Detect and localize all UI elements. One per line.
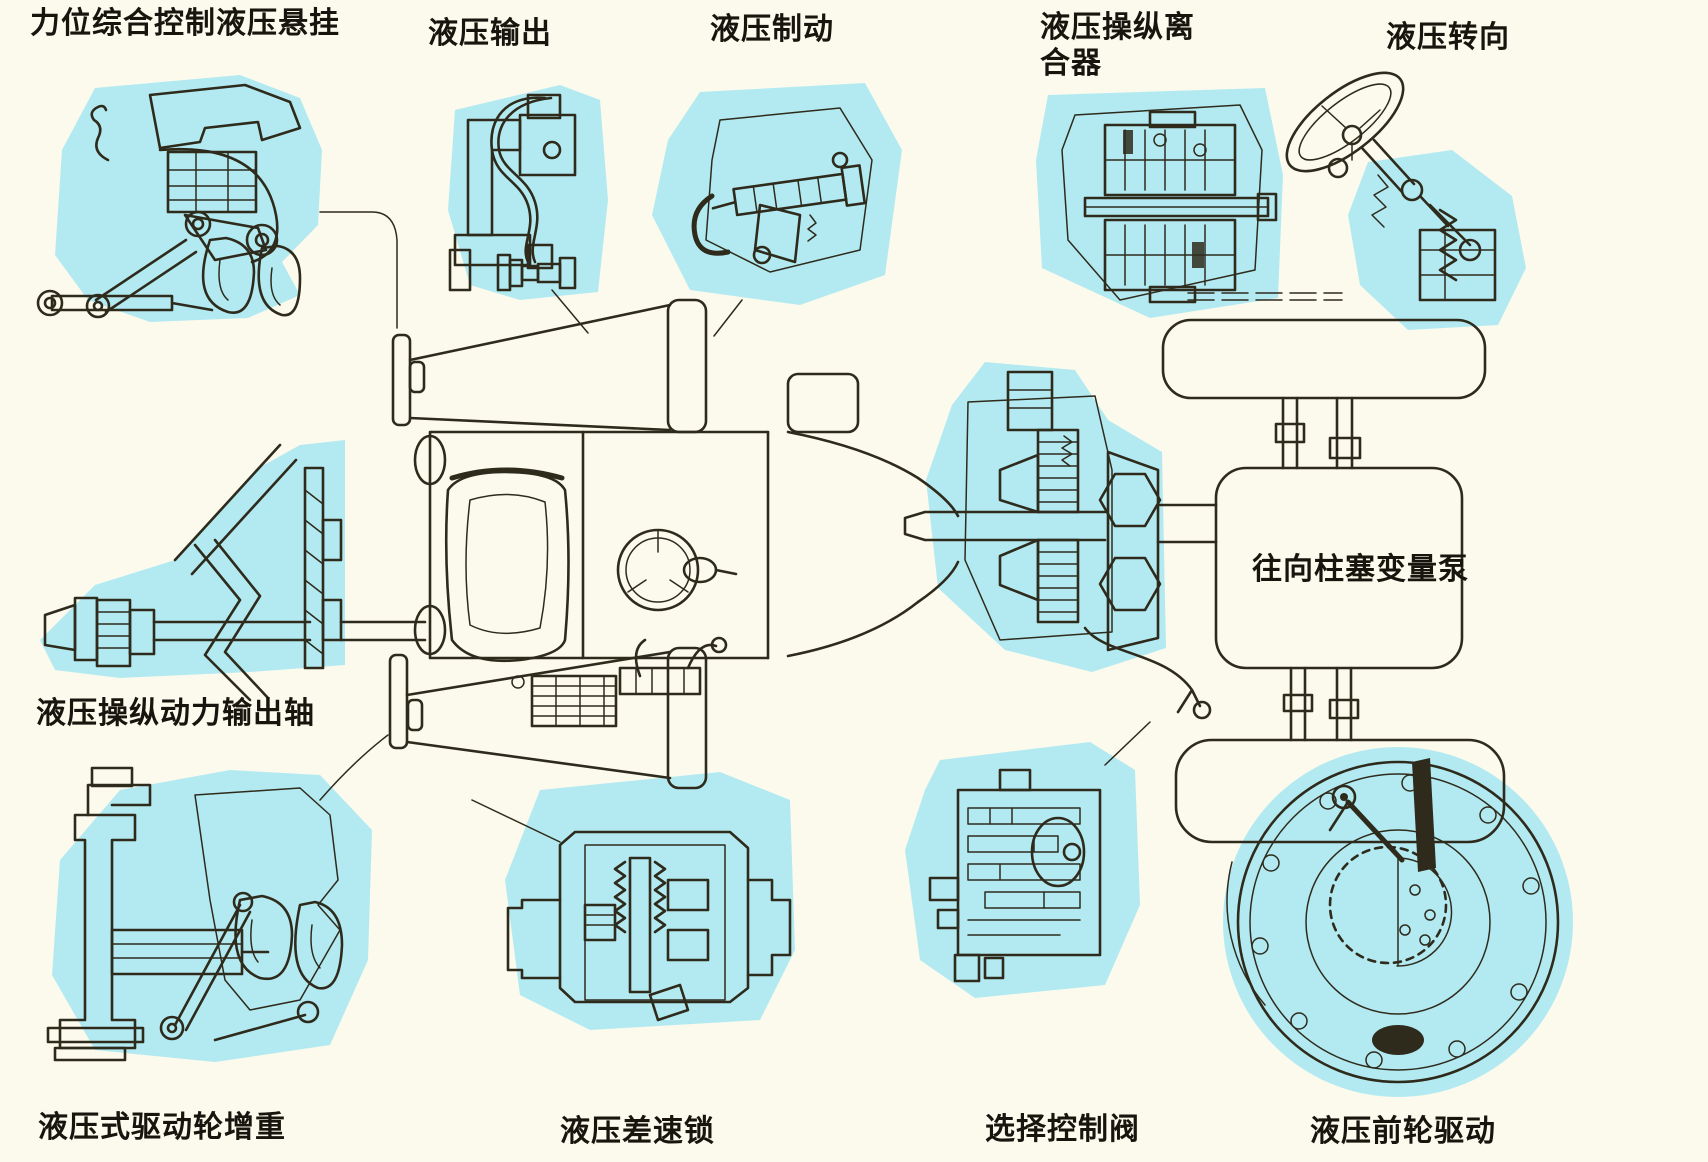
label-diff-lock: 液压差速锁 bbox=[560, 1115, 715, 1148]
label-pto-shaft: 液压操纵动力输出轴 bbox=[36, 697, 315, 730]
callout-pto-shaft bbox=[43, 443, 427, 702]
callout-hydraulic-clutch bbox=[1061, 104, 1278, 304]
callout-hitch-control bbox=[36, 83, 302, 319]
callout-selective-control-valve bbox=[928, 768, 1102, 983]
label-wheel-weighting: 液压式驱动轮增重 bbox=[38, 1111, 286, 1144]
tractor-top-view bbox=[388, 298, 960, 790]
callout-front-wheel-drive bbox=[1226, 758, 1560, 1084]
label-selective-control-valve: 选择控制阀 bbox=[985, 1113, 1140, 1146]
callout-hydraulic-brake bbox=[691, 107, 873, 273]
label-axial-piston-pump: 往向柱塞变量泵 bbox=[1252, 553, 1469, 586]
label-hydraulic-brake: 液压制动 bbox=[710, 13, 834, 46]
callout-hydraulic-output bbox=[448, 93, 577, 292]
callout-connectors bbox=[319, 211, 1343, 843]
label-hydraulic-output: 液压输出 bbox=[428, 17, 552, 50]
callout-wheel-weighting bbox=[46, 766, 344, 1062]
callout-axial-piston-pump bbox=[903, 370, 1212, 720]
label-hydraulic-steering: 液压转向 bbox=[1386, 21, 1510, 54]
callout-diff-lock bbox=[506, 830, 792, 1022]
front-axle-and-wheels bbox=[1156, 318, 1506, 844]
callout-hydraulic-steering bbox=[1285, 71, 1497, 302]
label-front-wheel-drive: 液压前轮驱动 bbox=[1310, 1115, 1496, 1148]
label-hitch-control: 力位综合控制液压悬挂 bbox=[30, 7, 340, 40]
label-hydraulic-clutch: 液压操纵离合器 bbox=[1040, 11, 1195, 80]
